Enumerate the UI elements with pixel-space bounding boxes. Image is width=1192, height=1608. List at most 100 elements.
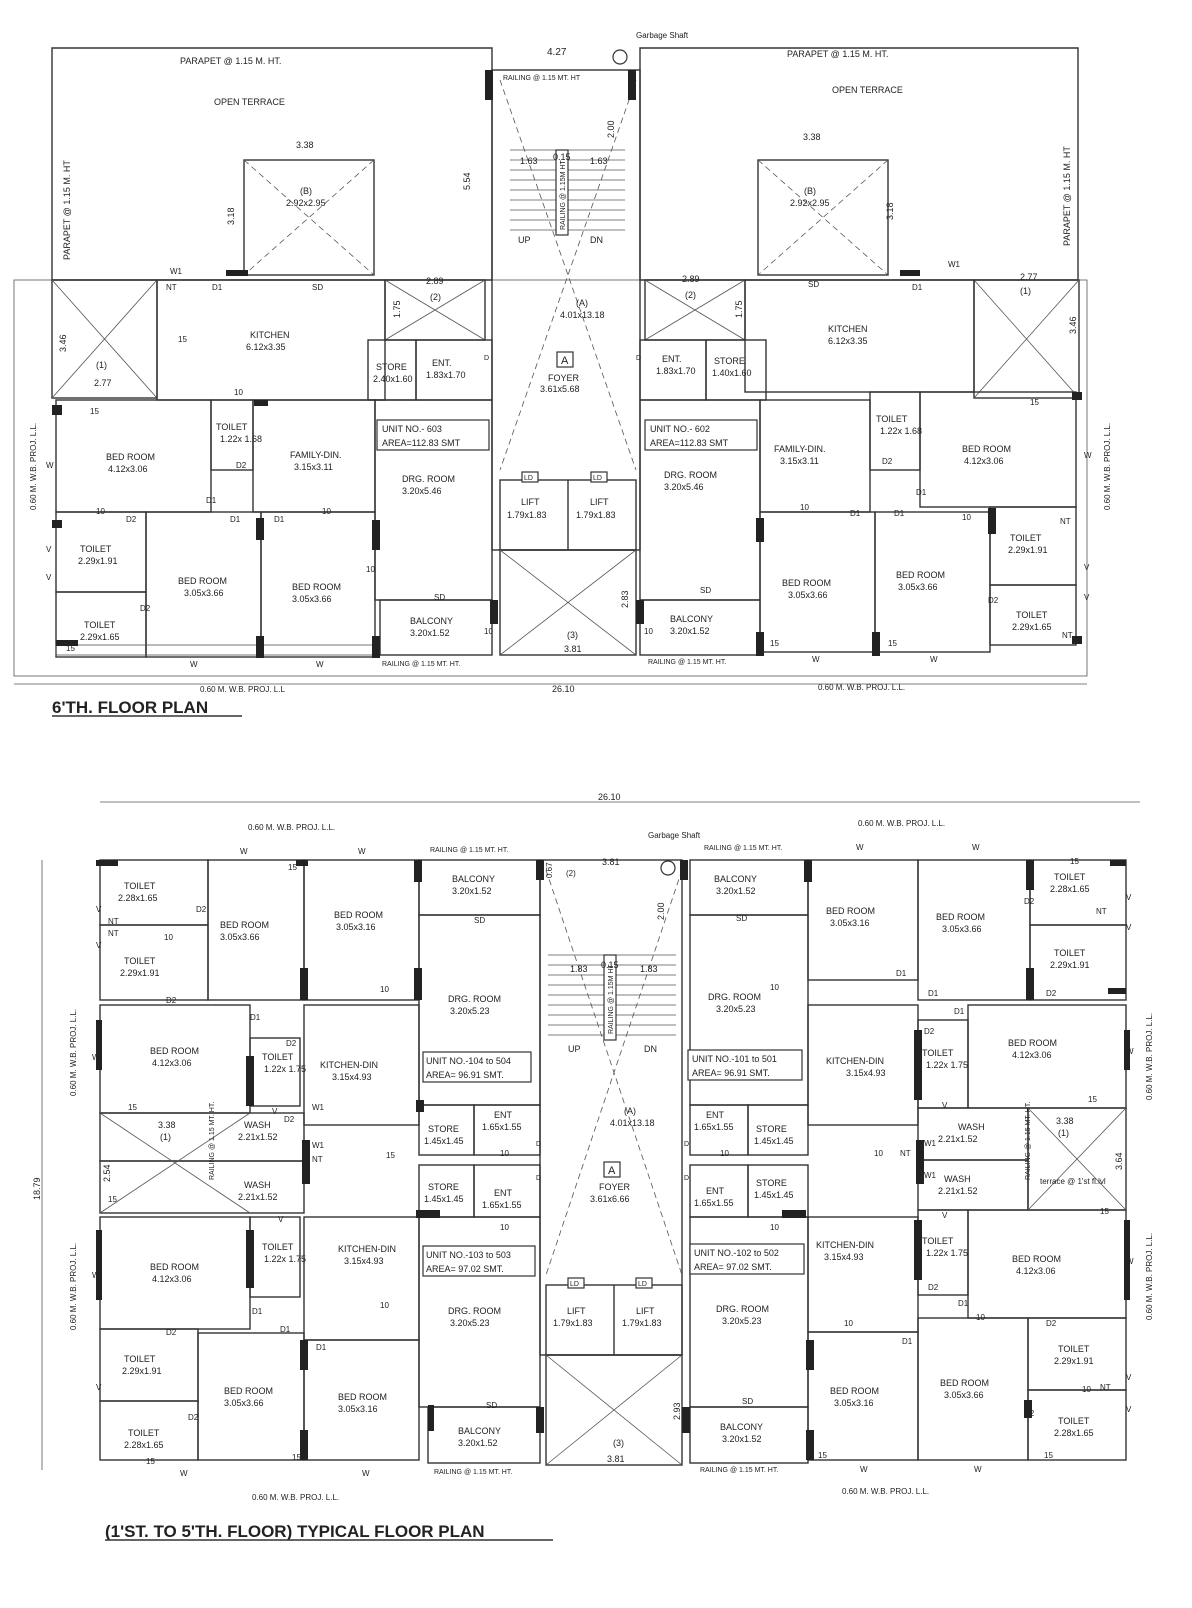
foyer-marker: A [561, 355, 569, 367]
ent-left: ENT. [432, 358, 452, 368]
t-railing-bot-r: RAILING @ 1.15 MT. HT. [700, 1467, 778, 1474]
t-drg-r1-size: 3.20x5.23 [716, 1004, 756, 1014]
svg-text:15: 15 [1088, 1095, 1097, 1104]
wall-stubs-top [52, 70, 1082, 658]
drg-right-size: 3.20x5.46 [664, 482, 704, 492]
drg-left: DRG. ROOM [402, 474, 455, 484]
t-terrace: terrace @ 1'st fl.lvl [1040, 1177, 1106, 1186]
unit-102-area: AREA= 97.02 SMT. [694, 1262, 772, 1272]
ent-right-size: 1.83x1.70 [656, 366, 696, 376]
t-kitchen-r2: KITCHEN-DIN [816, 1240, 874, 1250]
t-ent-r2: ENT [706, 1186, 725, 1196]
store-right: STORE [714, 356, 745, 366]
svg-text:NT: NT [108, 929, 119, 938]
duct-3-w: 3.81 [564, 644, 582, 654]
t-bed-r6-size: 3.05x3.66 [944, 1390, 984, 1400]
unit-104-box [422, 1051, 532, 1083]
proj-side-right: 0.60 M. W.B. PROJ. L.L. [1103, 423, 1112, 510]
bed-right-3-size: 3.05x3.66 [788, 590, 828, 600]
family-right: FAMILY-DIN. [774, 444, 826, 454]
stair-railing-label: RAILING @ 1.15M HT [560, 160, 567, 230]
duct-2-right-tag: (2) [685, 290, 696, 300]
cutout-b-right-size: 2.92x2.95 [790, 198, 830, 208]
stair-dim-1: 1.63 [520, 156, 538, 166]
duct-1-left-h: 3.46 [58, 334, 68, 352]
t-toilet-l6-size: 2.28x1.65 [124, 1440, 164, 1450]
svg-text:V: V [1126, 1373, 1132, 1382]
t-bed-l2: BED ROOM [334, 910, 383, 920]
svg-text:NT: NT [1060, 517, 1071, 526]
svg-text:V: V [96, 1383, 102, 1392]
typical-stair-treads [548, 954, 676, 1041]
t-bed-r5-size: 3.05x3.16 [834, 1398, 874, 1408]
svg-text:D1: D1 [212, 283, 223, 292]
svg-text:D1: D1 [928, 989, 939, 998]
typical-lift-left-size: 1.79x1.83 [553, 1318, 593, 1328]
typical-stair-dim-2: 0.15 [601, 960, 619, 970]
railing-top-right: RAILING @ 1.15 MT. HT. [704, 845, 782, 852]
t-railing-bot-l: RAILING @ 1.15 MT. HT. [434, 1469, 512, 1476]
typical-foyer: FOYER [599, 1182, 631, 1192]
bed-right-1-size: 4.12x3.06 [964, 456, 1004, 466]
svg-text:V: V [278, 1215, 284, 1224]
svg-text:W1: W1 [924, 1171, 937, 1180]
svg-text:W1: W1 [924, 1139, 937, 1148]
t-bed-l1-size: 3.05x3.66 [220, 932, 260, 942]
lift-tag-left: LD [524, 475, 533, 482]
svg-text:LD: LD [570, 1281, 579, 1288]
t-store-l1-size: 1.45x1.45 [424, 1136, 464, 1146]
svg-text:W: W [92, 1271, 100, 1280]
t-kitchen-r1: KITCHEN-DIN [826, 1056, 884, 1066]
svg-text:SD: SD [312, 283, 323, 292]
svg-text:15: 15 [66, 644, 75, 653]
svg-text:10: 10 [770, 1223, 779, 1232]
overall-width-bottom: 26.10 [598, 792, 621, 802]
t-wash-l2-size: 2.21x1.52 [238, 1192, 278, 1202]
t-duct1-l-tag: (1) [160, 1132, 171, 1142]
t-wash-l1-size: 2.21x1.52 [238, 1132, 278, 1142]
stair-treads [510, 149, 625, 236]
balcony-left-size: 3.20x1.52 [410, 628, 450, 638]
unit-104-no: UNIT NO.-104 to 504 [426, 1056, 511, 1066]
t-balcony-r2: BALCONY [720, 1422, 763, 1432]
svg-text:15: 15 [178, 335, 187, 344]
typical-garbage-shaft [660, 860, 676, 876]
unit-101-box [687, 1049, 803, 1081]
svg-text:SD: SD [434, 593, 445, 602]
svg-text:NT: NT [312, 1155, 323, 1164]
t-balcony-r2-size: 3.20x1.52 [722, 1434, 762, 1444]
typical-left-walls [99, 859, 541, 1464]
svg-text:D1: D1 [912, 283, 923, 292]
unit-103-box [422, 1245, 536, 1277]
duct-1-right-tag: (1) [1020, 286, 1031, 296]
t-wash-r2: WASH [944, 1174, 971, 1184]
svg-text:NT: NT [1100, 1383, 1111, 1392]
svg-text:15: 15 [108, 1195, 117, 1204]
stair-dim-2: 0.15 [553, 152, 571, 162]
bed-right-2-size: 3.05x3.66 [898, 582, 938, 592]
svg-text:D2: D2 [882, 457, 893, 466]
t-bed-l2-size: 3.05x3.16 [336, 922, 376, 932]
svg-text:D1: D1 [280, 1325, 291, 1334]
svg-text:SD: SD [700, 586, 711, 595]
t-kitchen-l1: KITCHEN-DIN [320, 1060, 378, 1070]
svg-text:D: D [684, 1141, 689, 1148]
t-store-r1-size: 1.45x1.45 [754, 1136, 794, 1146]
svg-text:D1: D1 [252, 1307, 263, 1316]
cutout-b-left [243, 159, 375, 276]
t-proj-bot-r: 0.60 M. W.B. PROJ. L.L. [842, 1487, 929, 1496]
t-store-l1: STORE [428, 1124, 459, 1134]
svg-text:V: V [1126, 1405, 1132, 1414]
duct-2-left-w: 2.89 [426, 276, 444, 286]
t-drg-r1: DRG. ROOM [708, 992, 761, 1002]
t-drg-l1: DRG. ROOM [448, 994, 501, 1004]
typical-foyer-size: 3.61x6.66 [590, 1194, 630, 1204]
cutout-b-right-w: 3.38 [803, 132, 821, 142]
svg-text:NT: NT [900, 1149, 911, 1158]
bed-right-1: BED ROOM [962, 444, 1011, 454]
svg-text:SD: SD [808, 280, 819, 289]
unit-103-area: AREA= 97.02 SMT. [426, 1264, 504, 1274]
typical-up: UP [568, 1044, 581, 1054]
svg-text:10: 10 [844, 1319, 853, 1328]
